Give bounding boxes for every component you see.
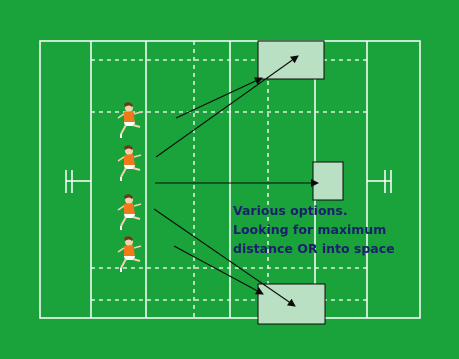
arrow-1 <box>175 77 263 119</box>
goal-post-left-icon <box>65 170 91 193</box>
kick-arrows <box>153 55 319 307</box>
caption-line-3: distance OR into space <box>233 241 395 256</box>
target-box-middle <box>312 161 344 201</box>
diagram-caption: Various options. Looking for maximum dis… <box>233 201 433 258</box>
caption-line-2: Looking for maximum <box>233 222 387 237</box>
kicker-figure-icon <box>117 194 142 230</box>
kicker-figure-icon <box>117 236 142 272</box>
target-box-top <box>257 40 325 80</box>
kicker-figure-icon <box>117 145 142 181</box>
arrow-2 <box>155 55 299 158</box>
pitch-dashed-lines <box>91 41 367 318</box>
arrow-4 <box>153 208 296 307</box>
pitch-solid-lines <box>90 41 368 318</box>
caption-line-1: Various options. <box>233 203 348 218</box>
kicker-figure-icon <box>117 102 142 138</box>
arrow-5 <box>173 245 264 295</box>
goal-post-right-icon <box>367 170 392 193</box>
